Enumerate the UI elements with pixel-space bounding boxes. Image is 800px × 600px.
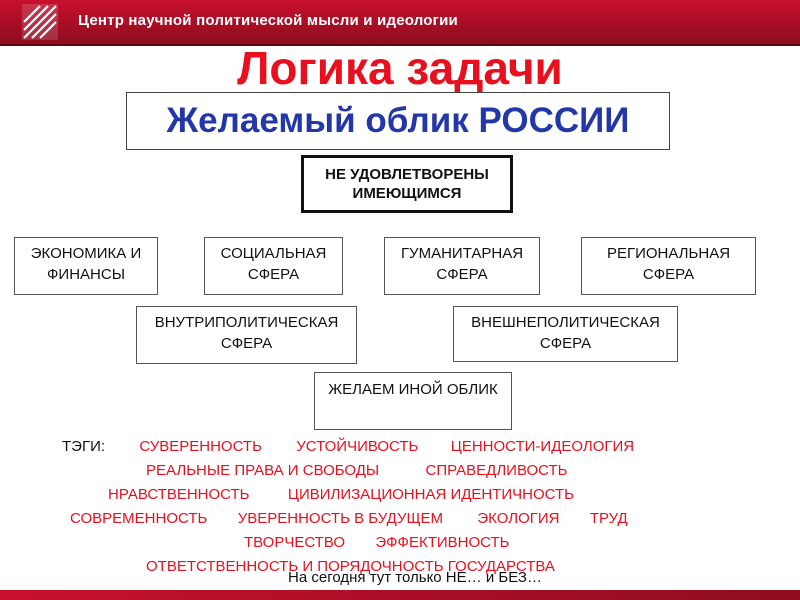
- logo-icon: [22, 4, 58, 40]
- slide-title: Логика задачи: [237, 42, 563, 94]
- tags-label: ТЭГИ:: [62, 438, 106, 455]
- desire-box: ЖЕЛАЕМ ИНОЙ ОБЛИК: [314, 372, 512, 430]
- sphere-social-box: СОЦИАЛЬНАЯ СФЕРА: [204, 237, 343, 295]
- subtitle-box: Желаемый облик РОССИИ: [126, 92, 670, 150]
- header-bar: Центр научной политической мысли и идеол…: [0, 0, 800, 46]
- tag-item: СУВЕРЕННОСТЬ: [139, 438, 262, 455]
- sphere-economy-box: ЭКОНОМИКА И ФИНАНСЫ: [14, 237, 158, 295]
- tag-item: УСТОЙЧИВОСТЬ: [296, 438, 419, 455]
- tag-item: НРАВСТВЕННОСТЬ: [108, 486, 250, 503]
- tag-item: ЭКОЛОГИЯ: [477, 510, 560, 527]
- tag-item: ОТВЕТСТВЕННОСТЬ И ПОРЯДОЧНОСТЬ ГОСУДАРСТ…: [146, 558, 555, 575]
- tag-item: РЕАЛЬНЫЕ ПРАВА И СВОБОДЫ: [146, 462, 380, 479]
- tag-item: СПРАВЕДЛИВОСТЬ: [425, 462, 568, 479]
- footnote: На сегодня тут только НЕ… и БЕЗ…: [288, 569, 542, 586]
- sphere-regional-box: РЕГИОНАЛЬНАЯ СФЕРА: [581, 237, 756, 295]
- sphere-humanitarian-box: ГУМАНИТАРНАЯ СФЕРА: [384, 237, 540, 295]
- sphere-domestic-policy-box: ВНУТРИПОЛИТИЧЕСКАЯ СФЕРА: [136, 306, 357, 364]
- tag-item: ЦИВИЛИЗАЦИОННАЯ ИДЕНТИЧНОСТЬ: [287, 486, 575, 503]
- tag-item: ТВОРЧЕСТВО: [244, 534, 346, 551]
- tag-item: ЦЕННОСТИ-ИДЕОЛОГИЯ: [450, 438, 635, 455]
- footer-bar: [0, 590, 800, 600]
- tag-item: СОВРЕМЕННОСТЬ: [70, 510, 208, 527]
- tag-item: УВЕРЕННОСТЬ В БУДУЩЕМ: [237, 510, 444, 527]
- sphere-foreign-policy-box: ВНЕШНЕПОЛИТИЧЕСКАЯ СФЕРА: [453, 306, 678, 362]
- tag-item: ЭФФЕКТИВНОСТЬ: [375, 534, 510, 551]
- tag-item: ТРУД: [589, 510, 628, 527]
- header-title: Центр научной политической мысли и идеол…: [78, 12, 458, 29]
- dissatisfied-box: НЕ УДОВЛЕТВОРЕНЫ ИМЕЮЩИМСЯ: [301, 155, 513, 213]
